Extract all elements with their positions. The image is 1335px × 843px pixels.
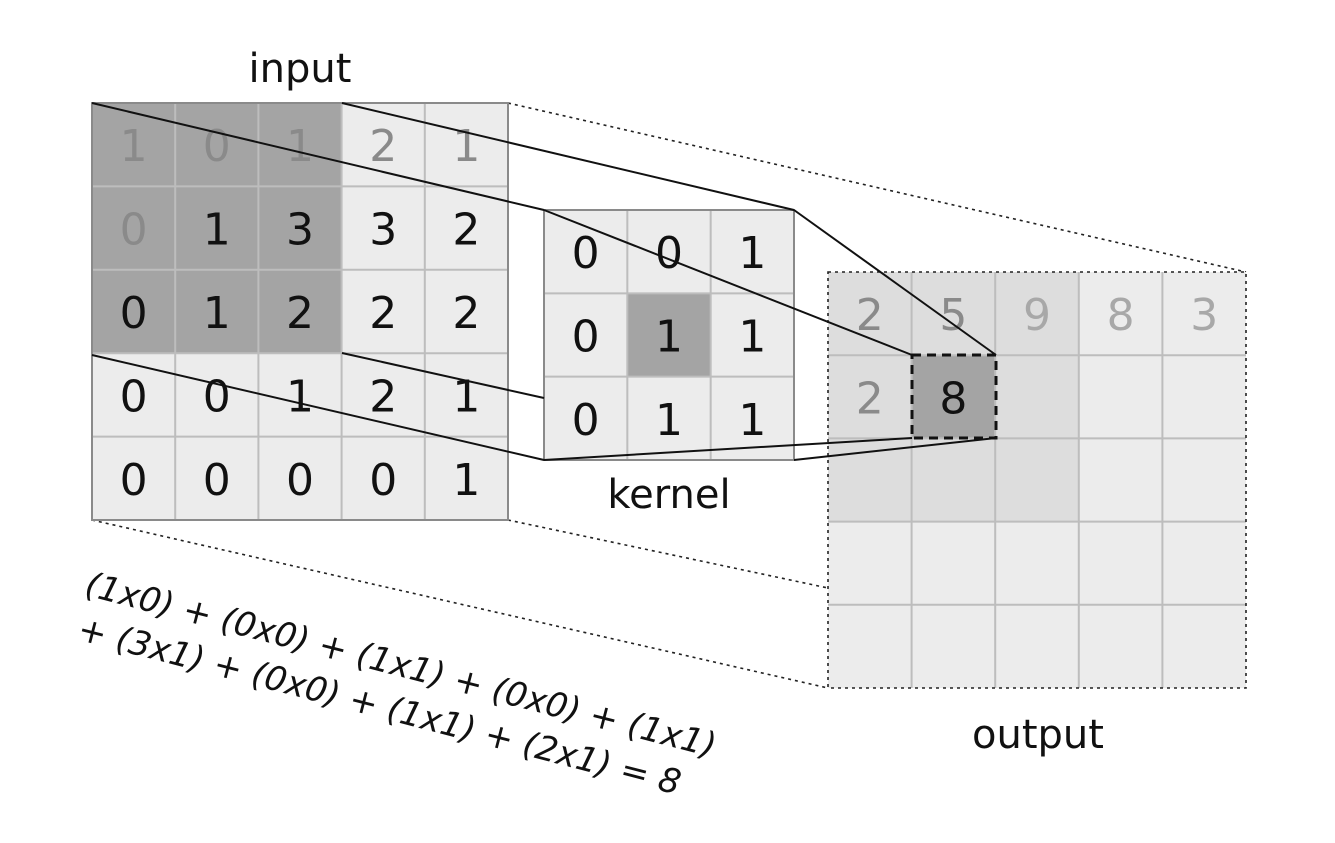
output-cell-shade (911, 438, 996, 522)
input-cell-value: 1 (203, 288, 231, 339)
input-cell-value: 3 (286, 205, 314, 256)
input-cell-shade (92, 103, 176, 187)
input-cell-value: 1 (203, 205, 231, 256)
output-cell-shade (995, 272, 1079, 356)
kernel-cell-value: 0 (572, 228, 600, 279)
input-cell-value: 0 (286, 455, 314, 506)
output-cell-value: 9 (1023, 290, 1051, 341)
output-border (827, 271, 1247, 689)
input-cell-value: 0 (120, 371, 148, 422)
projection-line-top (507, 102, 1247, 273)
output-cell-value: 8 (939, 373, 967, 424)
output-cell-value: 2 (856, 373, 884, 424)
input-cell-shade (175, 186, 259, 270)
input-cell-value: 0 (369, 455, 397, 506)
kernel-cell-value: 0 (655, 228, 683, 279)
input-cell-shade (258, 269, 342, 354)
input-cell-shade (175, 269, 259, 354)
connector-input-bottomleft (91, 354, 545, 461)
input-cell-shade (258, 186, 342, 270)
kernel-cell-shade (627, 293, 711, 377)
input-label: input (249, 46, 352, 92)
output-cell-shade (911, 272, 996, 356)
input-cell-value: 1 (286, 121, 314, 172)
input-cell-value: 0 (203, 371, 231, 422)
output-selected-cell-outline (910, 353, 998, 440)
output-cell-value: 5 (939, 290, 967, 341)
output-cell-shade (828, 355, 912, 439)
kernel-cell-value: 0 (572, 312, 600, 363)
input-cell-value: 0 (203, 455, 231, 506)
connector-input-bottomright (341, 352, 545, 399)
connector-input-topleft (91, 102, 545, 211)
output-cell-shade (995, 355, 1079, 439)
kernel-grid: 0 0 1 0 1 1 0 1 1 (543, 209, 795, 461)
kernel-border (543, 209, 795, 461)
input-cell-value: 2 (452, 205, 480, 256)
input-cell-value: 0 (120, 288, 148, 339)
input-cell-value: 3 (369, 205, 397, 256)
formula: (1x0) + (0x0) + (1x1) + (0x0) + (1x1) + … (74, 565, 721, 804)
input-cell-shade (92, 269, 176, 354)
input-cell-shade (92, 186, 176, 270)
kernel-cell-value: 1 (655, 312, 683, 363)
output-cell-shade (995, 438, 1079, 522)
connector-lines (91, 102, 997, 461)
input-cell-value: 1 (286, 371, 314, 422)
output-label: output (972, 712, 1104, 758)
input-cell-value: 2 (369, 288, 397, 339)
projection-line-bottom (507, 519, 829, 589)
input-cell-value: 0 (120, 205, 148, 256)
input-border (91, 102, 509, 521)
output-cell-value: 2 (856, 290, 884, 341)
projection-lines (91, 102, 1247, 689)
connector-kernel-bottomright (793, 437, 997, 461)
output-cell-value: 3 (1190, 290, 1218, 341)
connector-kernel-topleft (543, 209, 913, 356)
kernel-cell-value: 1 (738, 312, 766, 363)
input-cell-value: 2 (286, 288, 314, 339)
output-cell-shade (911, 355, 996, 439)
connector-kernel-topright (793, 209, 997, 356)
input-cell-value: 1 (452, 455, 480, 506)
kernel-label: kernel (607, 472, 730, 518)
input-cell-value: 2 (369, 121, 397, 172)
connector-kernel-bottomleft (543, 437, 913, 461)
input-cell-value: 2 (452, 288, 480, 339)
output-grid: 2 5 9 8 3 2 8 (827, 271, 1247, 689)
output-cell-value: 8 (1107, 290, 1135, 341)
input-cell-value: 2 (369, 371, 397, 422)
input-cell-value: 1 (452, 121, 480, 172)
kernel-cell-value: 1 (738, 395, 766, 446)
kernel-cell-value: 0 (572, 395, 600, 446)
kernel-cell-value: 1 (738, 228, 766, 279)
input-cell-shade (175, 103, 259, 187)
input-cell-value: 0 (203, 121, 231, 172)
output-cell-shade (828, 272, 912, 356)
connector-input-topright (341, 102, 795, 211)
input-cell-value: 1 (120, 121, 148, 172)
input-cell-value: 0 (120, 455, 148, 506)
kernel-cell-value: 1 (655, 395, 683, 446)
